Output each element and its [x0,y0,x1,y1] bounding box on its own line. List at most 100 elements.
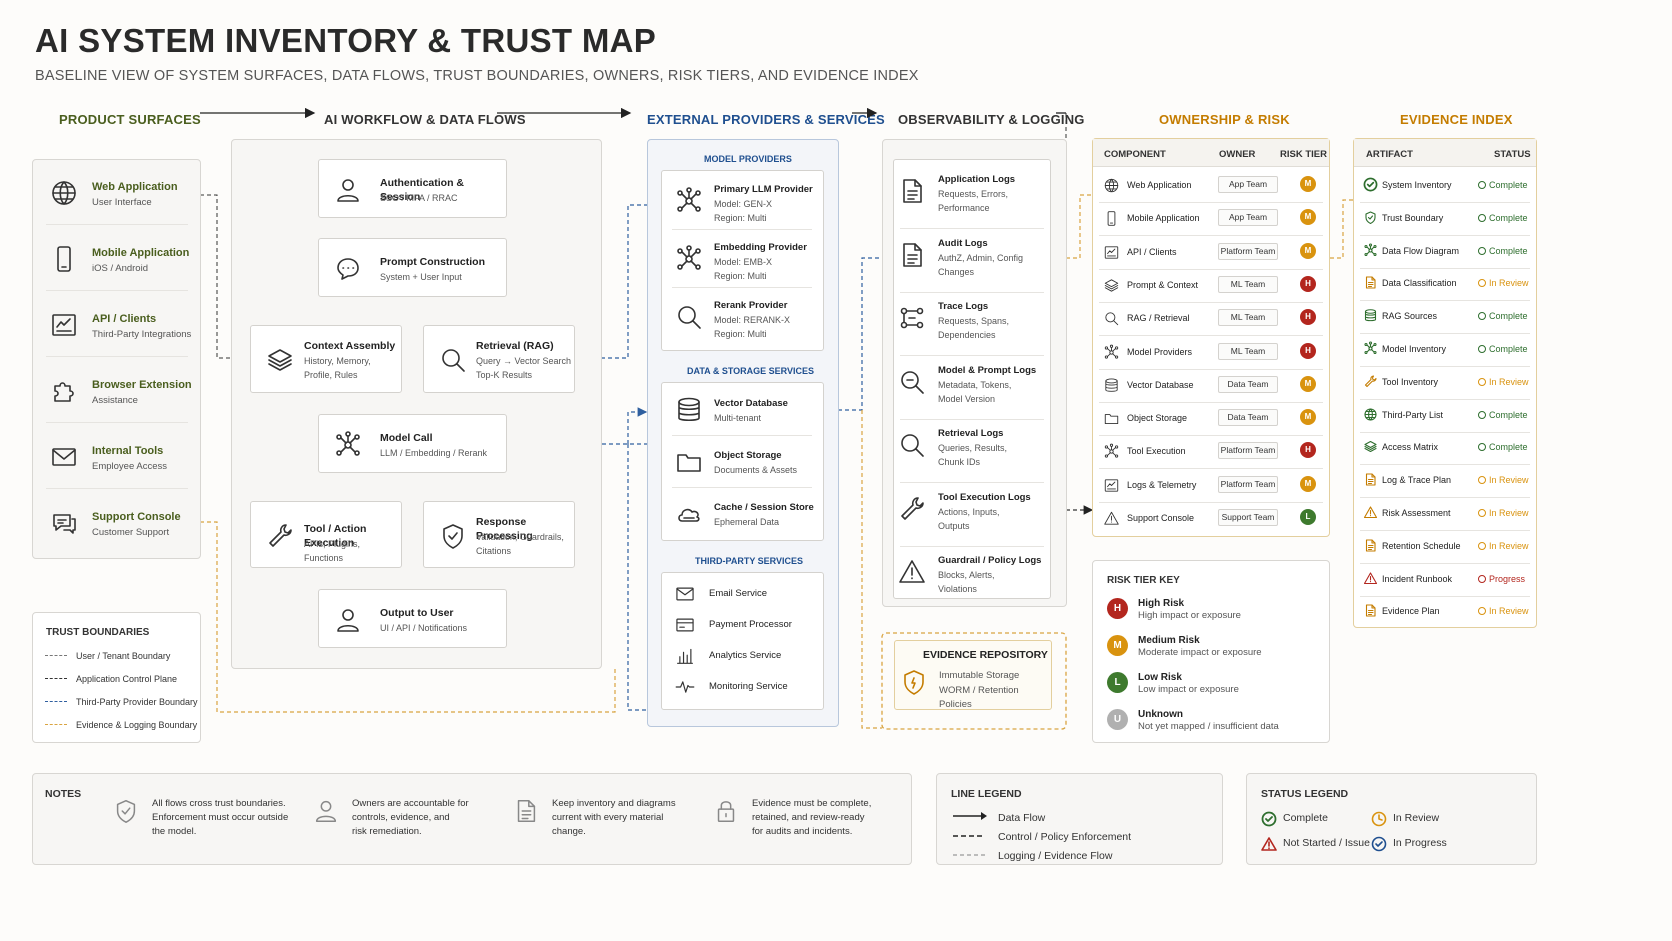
storage-title: Cache / Session Store [714,502,814,513]
risk-key-subtitle: High impact or exposure [1138,610,1241,621]
risk-badge: M [1300,475,1316,492]
evidence-status: Complete [1478,244,1528,258]
line-legend-title: LINE LEGEND [951,788,1022,800]
evidence-table-header [1354,139,1536,167]
divider [1360,562,1530,564]
third-party-item[interactable]: Email Service [662,580,823,608]
output-card-title: Output to User [380,607,454,619]
prompt-card-title: Prompt Construction [380,256,485,268]
evidence-row[interactable]: Data Classification In Review [1354,268,1536,302]
ownership-component: Vector Database [1127,379,1194,390]
doc-icon [1363,275,1378,290]
storage-subtitle: Ephemeral Data [714,517,780,527]
third-party-item[interactable]: Monitoring Service [662,673,823,701]
warning-icon [897,557,927,587]
surface-subtitle: User Interface [92,197,152,208]
evidence-status: Complete [1478,408,1528,422]
evidence-artifact: Incident Runbook [1382,573,1453,584]
evidence-status-label: In Review [1489,278,1529,289]
shield-icon [438,521,468,551]
search-icon [438,345,468,375]
check-circle-icon [1363,177,1378,192]
divider [672,287,812,288]
evidence-repository-card[interactable]: EVIDENCE REPOSITORY Immutable Storage WO… [894,640,1052,710]
evidence-status: Complete [1478,178,1528,192]
owner-pill: Data Team [1218,375,1278,393]
divider [46,488,188,489]
third-party-item[interactable]: Analytics Service [662,642,823,670]
note-line-3: change. [552,826,586,837]
evidence-row[interactable]: System Inventory Complete [1354,170,1536,203]
owner-pill: ML Team [1218,309,1278,327]
evidence-artifact: System Inventory [1382,180,1452,190]
note-line-2: controls, evidence, and [352,812,450,823]
database-icon [1363,308,1378,323]
divider [1360,202,1530,203]
risk-tier-key-panel: RISK TIER KEY [1092,560,1330,743]
wrench-icon [1363,374,1378,389]
log-line-1: Queries, Results, [938,443,1008,453]
search-icon [1103,310,1120,327]
log-line-1: AuthZ, Admin, Config [938,252,1024,263]
risk-key-title: High Risk [1138,598,1185,609]
divider [1099,401,1323,403]
storage-title: Object Storage [714,450,782,461]
third-party-item[interactable]: Payment Processor [662,611,823,639]
model-provider-model: Model: RERANK-X [714,315,791,325]
evidence-artifact: Data Classification [1382,278,1457,289]
evidence-header-artifact: ARTIFACT [1366,149,1413,160]
status-clock-icon [1478,509,1486,517]
risk-key-subtitle: Not yet mapped / insufficient data [1138,721,1279,732]
